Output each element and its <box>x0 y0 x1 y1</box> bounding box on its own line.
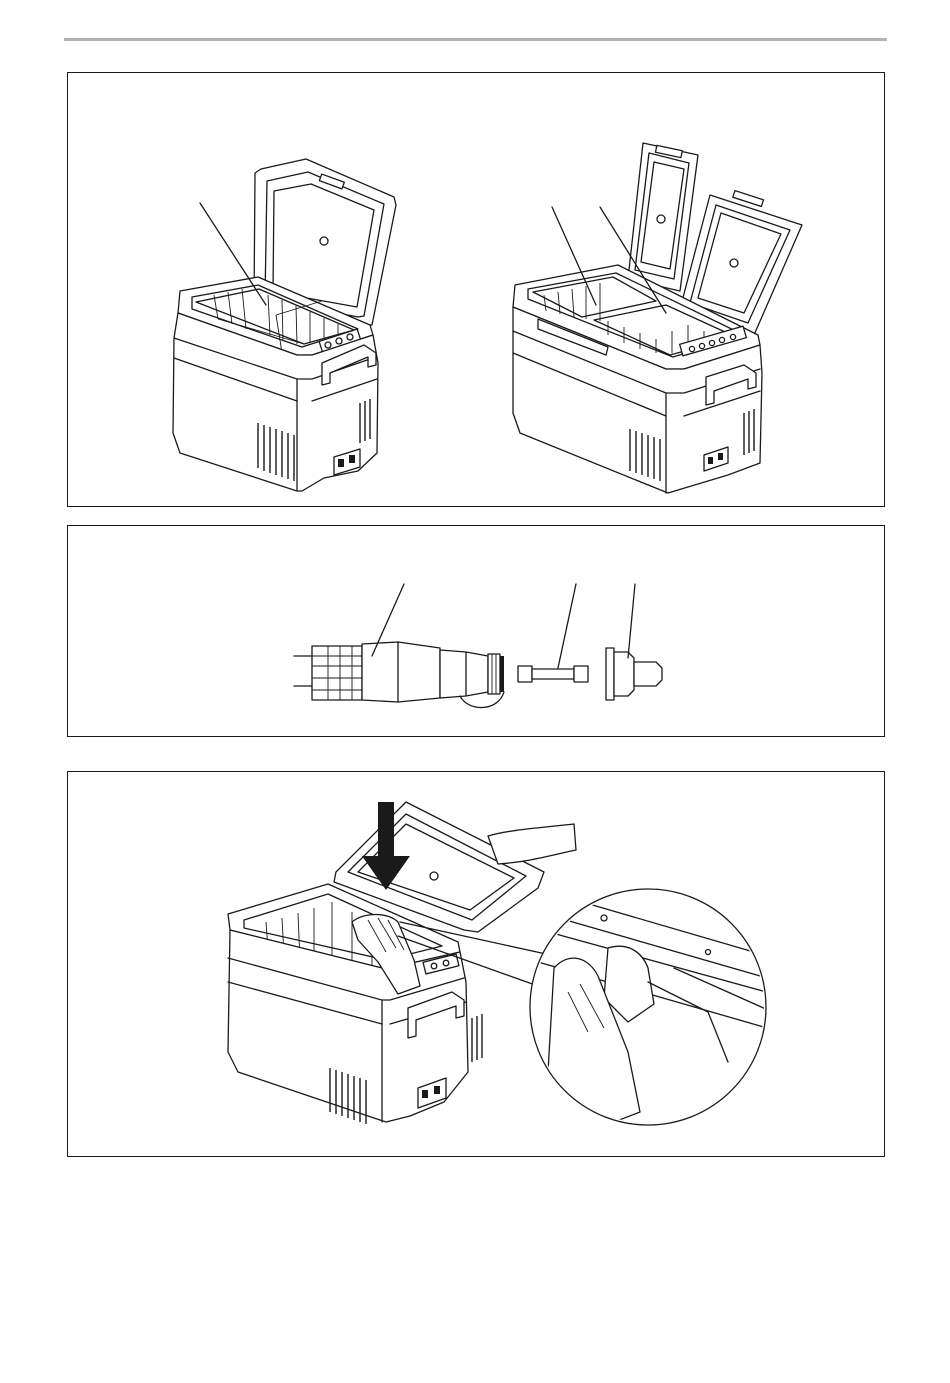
figure-plug-fuse <box>67 525 885 737</box>
callout-line <box>628 584 635 658</box>
plug-fuse-illustration <box>68 526 886 738</box>
dc-plug <box>312 642 504 708</box>
coolers-illustration <box>68 73 886 508</box>
dual-compartment-cooler <box>513 143 802 493</box>
fuse <box>518 666 588 682</box>
callout-line <box>558 584 576 668</box>
hinge-detail-magnified <box>530 889 788 1132</box>
cooler-with-lid-lifted <box>228 802 576 1124</box>
single-compartment-cooler <box>173 159 396 491</box>
plug-tip <box>606 648 662 700</box>
figure-coolers-open <box>67 72 885 507</box>
figure-lid-removal <box>67 771 885 1157</box>
lid-removal-illustration <box>68 772 886 1158</box>
header-rule <box>64 38 887 41</box>
